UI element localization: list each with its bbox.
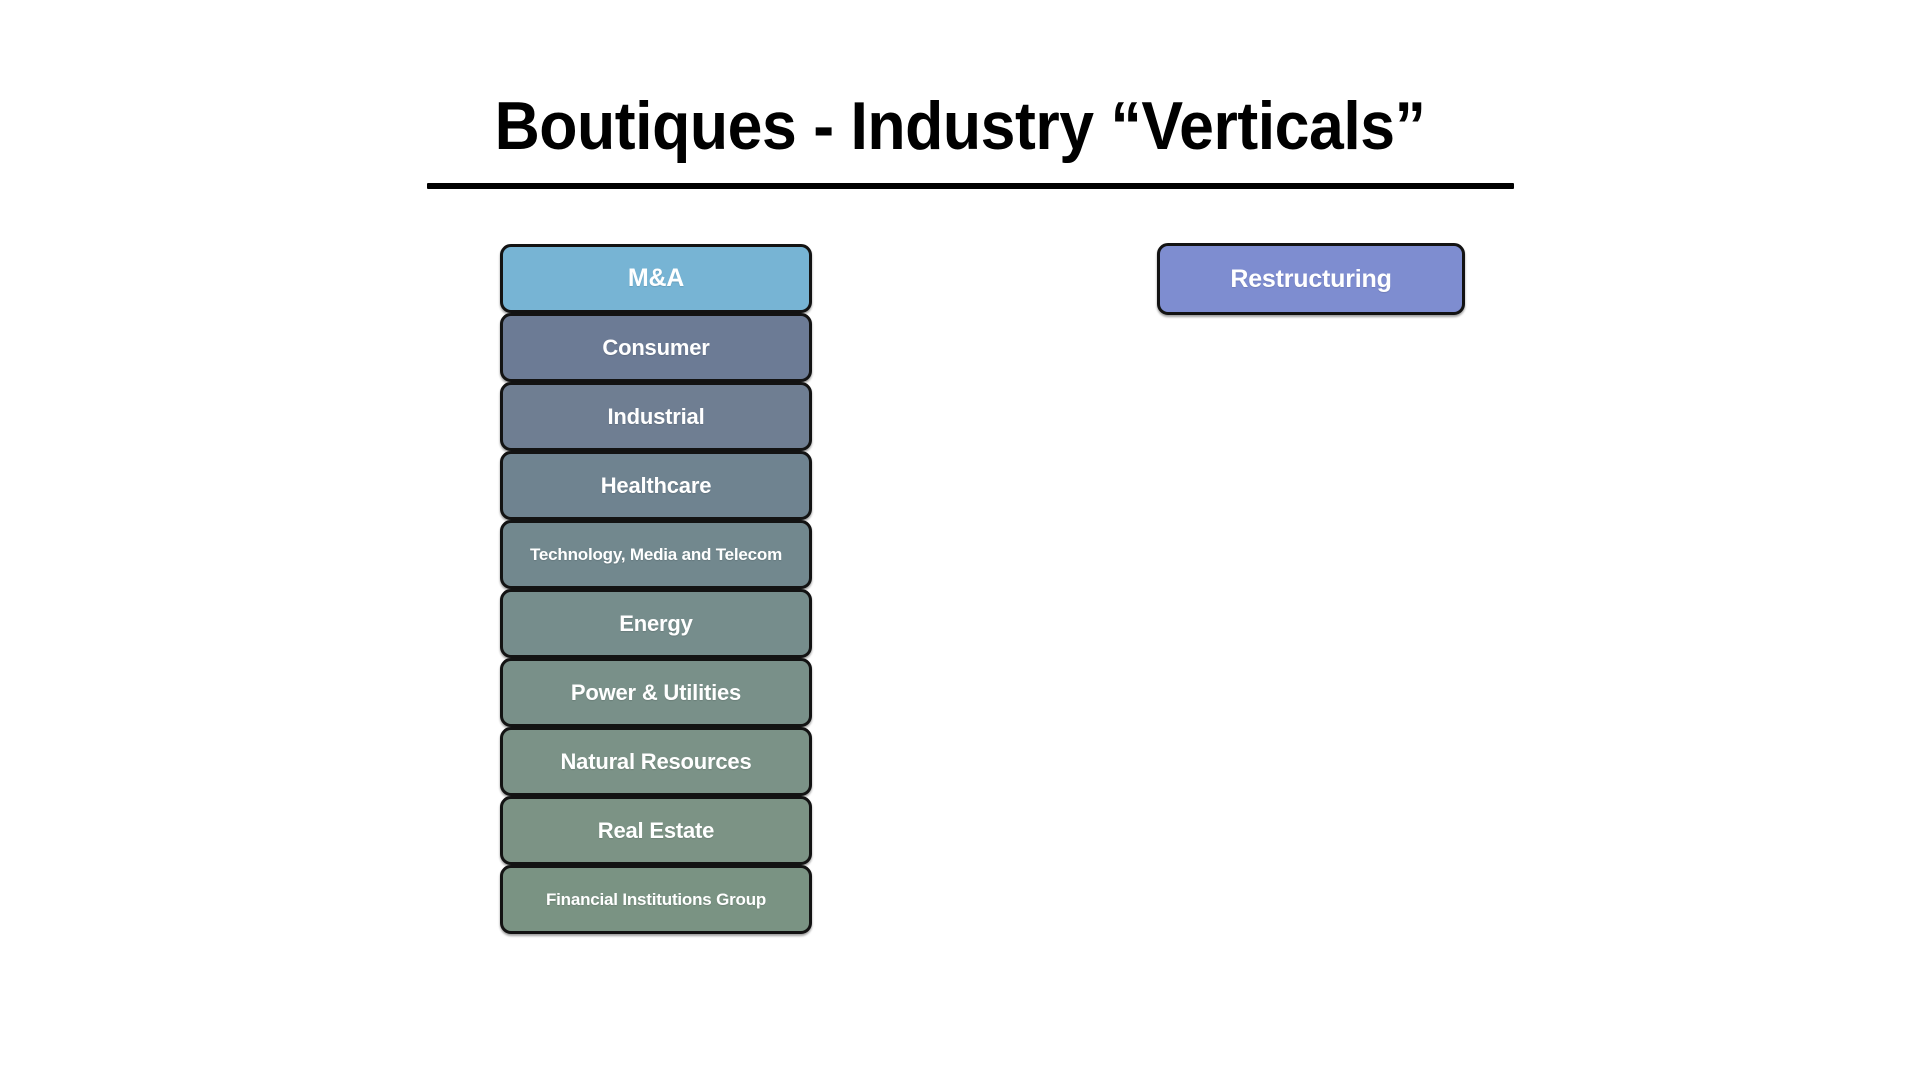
vertical-box-real-estate[interactable]: Real Estate xyxy=(500,796,812,865)
vertical-box-technology-media-and-telecom[interactable]: Technology, Media and Telecom xyxy=(500,520,812,589)
vertical-box-restructuring[interactable]: Restructuring xyxy=(1157,243,1465,315)
vertical-box-label: Restructuring xyxy=(1230,264,1392,293)
vertical-box-consumer[interactable]: Consumer xyxy=(500,313,812,382)
vertical-box-label: Technology, Media and Telecom xyxy=(529,544,783,564)
vertical-box-label: Real Estate xyxy=(597,817,715,843)
page-title: Boutiques - Industry “Verticals” xyxy=(494,88,1426,164)
vertical-box-financial-institutions-group[interactable]: Financial Institutions Group xyxy=(500,865,812,934)
vertical-box-label: Consumer xyxy=(602,334,710,360)
vertical-box-natural-resources[interactable]: Natural Resources xyxy=(500,727,812,796)
vertical-box-label: Financial Institutions Group xyxy=(545,889,767,909)
vertical-box-label: Power & Utilities xyxy=(570,679,742,705)
vertical-box-industrial[interactable]: Industrial xyxy=(500,382,812,451)
vertical-box-power-and-utilities[interactable]: Power & Utilities xyxy=(500,658,812,727)
vertical-box-label: Energy xyxy=(619,610,693,636)
vertical-box-label: Natural Resources xyxy=(560,748,752,774)
vertical-box-label: Industrial xyxy=(607,403,705,429)
title-block: Boutiques - Industry “Verticals” xyxy=(0,92,1920,160)
vertical-box-label: Healthcare xyxy=(600,472,712,498)
vertical-box-manda[interactable]: M&A xyxy=(500,244,812,313)
vertical-box-label: M&A xyxy=(627,264,685,293)
vertical-box-energy[interactable]: Energy xyxy=(500,589,812,658)
vertical-box-healthcare[interactable]: Healthcare xyxy=(500,451,812,520)
title-underline-rule xyxy=(427,183,1514,189)
